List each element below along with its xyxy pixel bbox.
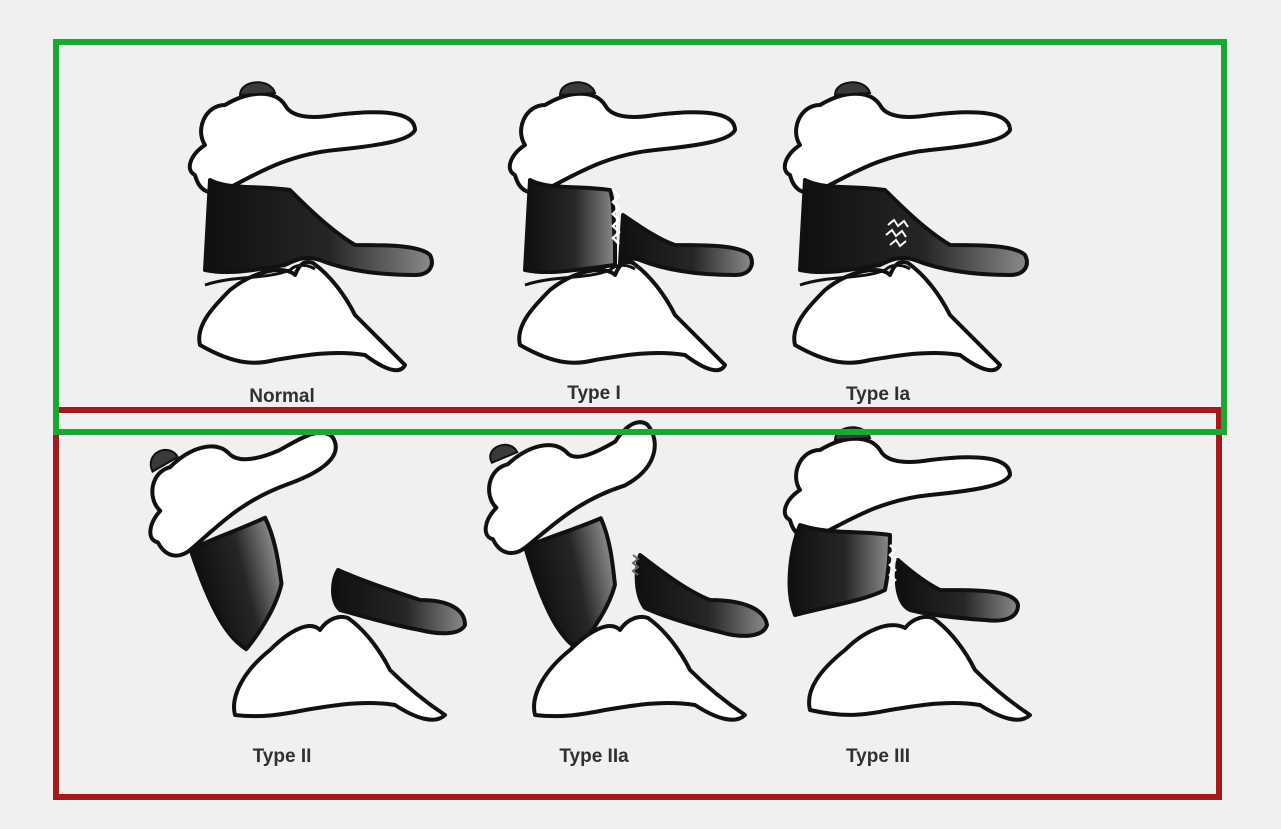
diagram-type-i — [510, 82, 752, 370]
diagram-type-iii — [785, 427, 1030, 719]
label-normal: Normal — [249, 386, 314, 408]
diagram-type-iia — [469, 414, 767, 720]
label-type-ia: Type Ia — [846, 384, 910, 406]
label-type-ii: Type II — [253, 746, 312, 768]
diagram-type-ia — [785, 82, 1027, 370]
diagram-normal — [190, 82, 432, 370]
label-type-i: Type I — [567, 383, 621, 405]
label-type-iia: Type IIa — [559, 746, 628, 768]
diagram-type-ii — [131, 409, 465, 720]
label-type-iii: Type III — [846, 746, 910, 768]
